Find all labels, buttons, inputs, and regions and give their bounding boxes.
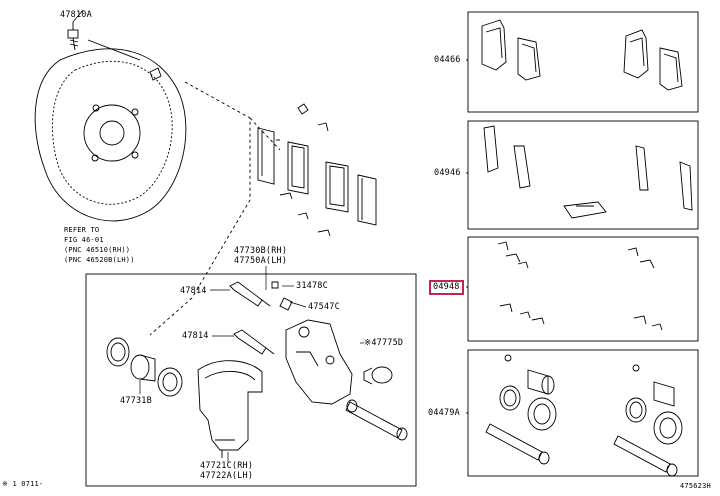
label-47814-upper[interactable]: 47814 [180, 286, 207, 296]
label-refer-1: REFER TO [64, 226, 100, 234]
caliper-assembly-frame [85, 273, 417, 487]
label-47775D[interactable]: ※47775D [364, 338, 404, 348]
leader-lines [72, 9, 364, 462]
footnote: ※ 1 0711- [2, 480, 44, 488]
label-refer-2[interactable]: FIG 46-01 [64, 236, 104, 244]
brake-pads-exploded [257, 103, 377, 237]
seal-kit-04479A [485, 354, 683, 477]
label-47547C[interactable]: 47547C [308, 302, 340, 312]
label-04946[interactable]: 04946 [434, 168, 461, 178]
label-04479A[interactable]: 04479A [428, 408, 460, 418]
label-04466[interactable]: 04466 [434, 55, 461, 65]
label-47814-lower[interactable]: 47814 [182, 331, 209, 341]
bolt-47810A [67, 22, 79, 51]
label-47731B[interactable]: 47731B [120, 396, 152, 406]
pad-kit-04466 [481, 19, 683, 91]
shim-kit-04946 [483, 125, 693, 219]
label-refer-3: (PNC 46510(RH)) [64, 246, 131, 254]
label-47722A[interactable]: 47722A(LH) [200, 471, 254, 481]
label-refer-4: (PNC 46520B(LH)) [64, 256, 135, 264]
shield-leader [149, 81, 251, 336]
label-04948-highlighted[interactable]: 04948 [429, 280, 464, 295]
label-47730B[interactable]: 47730B(RH) [234, 246, 288, 256]
figure-number: 475623H [680, 482, 711, 490]
label-47750A[interactable]: 47750A(LH) [234, 256, 288, 266]
dust-shield [34, 39, 187, 222]
clip-kit-04948 [497, 241, 663, 331]
caliper-parts [106, 281, 408, 458]
label-31478C[interactable]: 31478C [296, 281, 328, 291]
kit-boxes [466, 11, 699, 477]
label-47810A[interactable]: 47810A [60, 10, 92, 20]
label-47721C[interactable]: 47721C(RH) [200, 461, 254, 471]
